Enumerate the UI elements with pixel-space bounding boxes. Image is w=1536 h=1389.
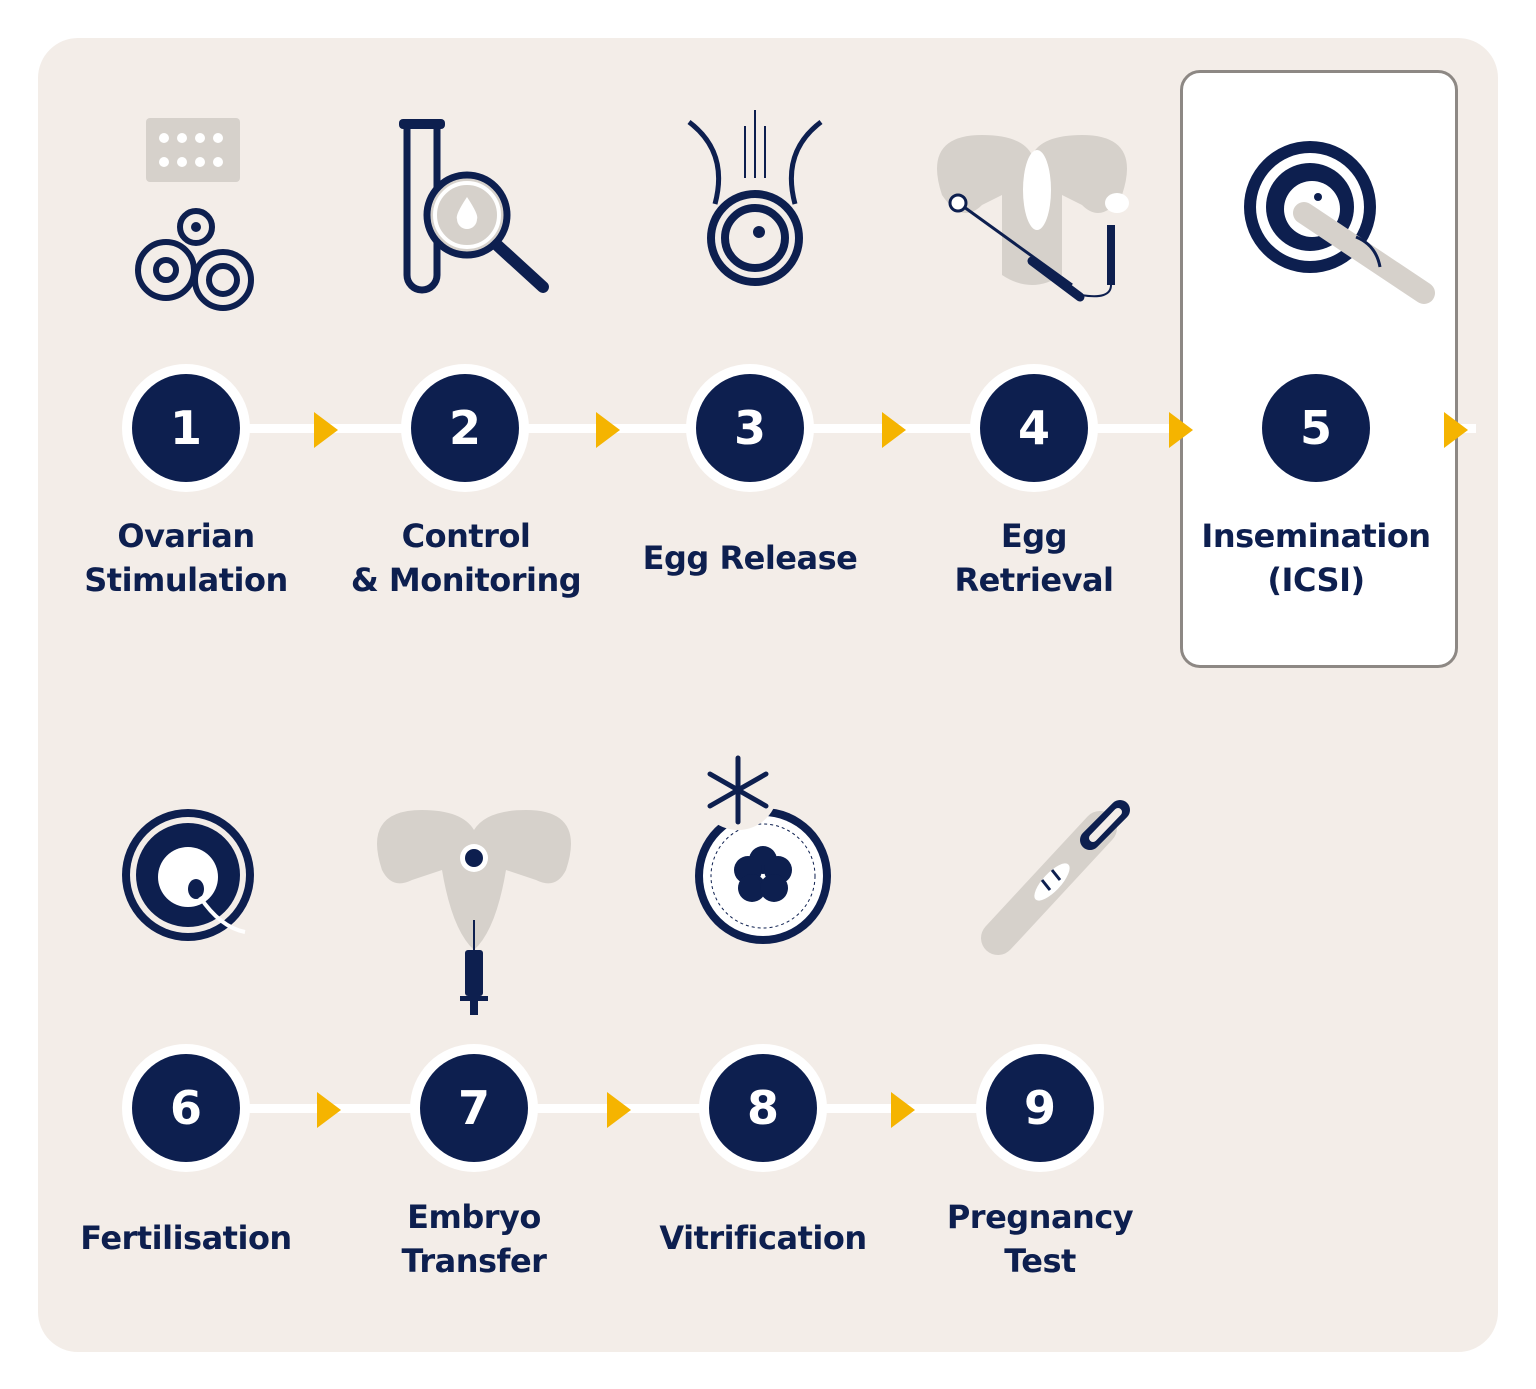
arrow-icon: [314, 412, 338, 448]
step-1-badge: 1: [122, 364, 250, 492]
step-number: 4: [980, 374, 1088, 482]
arrow-icon: [317, 1092, 341, 1128]
egg-release-icon: [687, 110, 823, 286]
uterus-needle-icon: [937, 135, 1129, 302]
step-number: 9: [986, 1054, 1094, 1162]
step-3-label: Egg Release: [642, 539, 858, 577]
arrow-icon: [882, 412, 906, 448]
step-number: 1: [132, 374, 240, 482]
step-2-badge: 2: [401, 364, 529, 492]
step-2-label: Control& Monitoring: [350, 517, 582, 599]
uterus-syringe-icon: [377, 810, 571, 1015]
step-number: 2: [411, 374, 519, 482]
step-4-badge: 4: [970, 364, 1098, 492]
step-number: 8: [709, 1054, 817, 1162]
step-number: 7: [420, 1054, 528, 1162]
step-5-label: Insemination(ICSI): [1201, 517, 1431, 599]
step-5-badge: 5: [1252, 364, 1380, 492]
pregnancy-test-icon: [981, 800, 1130, 955]
arrow-icon: [891, 1092, 915, 1128]
step-9-badge: 9: [976, 1044, 1104, 1172]
step-8-label: Vitrification: [659, 1219, 867, 1257]
frozen-embryo-icon: [695, 752, 831, 944]
arrow-icon: [1444, 412, 1468, 448]
step-7-badge: 7: [410, 1044, 538, 1172]
step-6-badge: 6: [122, 1044, 250, 1172]
step-number: 3: [696, 374, 804, 482]
step-3-badge: 3: [686, 364, 814, 492]
icsi-pipette-icon: [1244, 141, 1435, 304]
connector-row-1: [186, 424, 1476, 433]
step-number: 6: [132, 1054, 240, 1162]
egg-sperm-icon: [122, 809, 254, 941]
ovarian-follicles-pills-icon: [135, 118, 254, 311]
test-tube-magnifier-icon: [399, 119, 549, 294]
arrow-icon: [607, 1092, 631, 1128]
arrow-icon: [1169, 412, 1193, 448]
arrow-icon: [596, 412, 620, 448]
step-6-label: Fertilisation: [80, 1219, 292, 1257]
step-number: 5: [1262, 374, 1370, 482]
step-8-badge: 8: [699, 1044, 827, 1172]
